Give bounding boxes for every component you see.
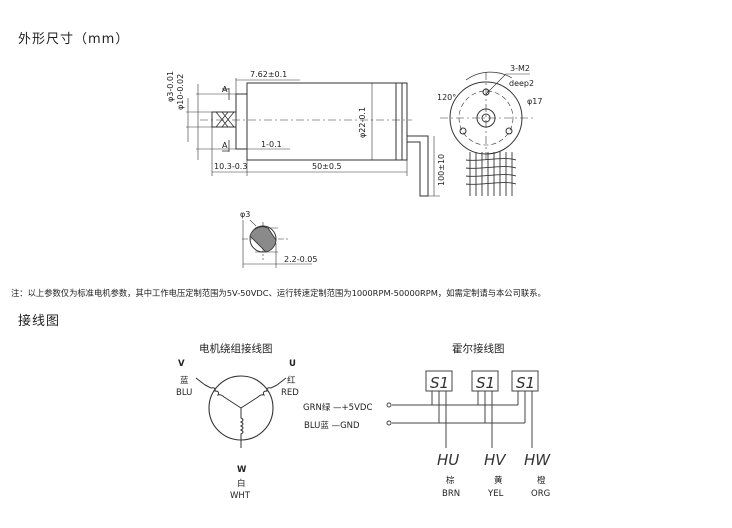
dim-body-dia: φ22-0.1 [358,107,367,138]
lead-wire [407,135,429,197]
dim-flange-dia: φ10-0.02 [176,74,185,110]
winding-title: 电机绕组接线图 [199,343,273,355]
flange [235,93,248,150]
hall-output-hv-cn: 黄 [494,475,503,486]
winding-u-cn: 红 [287,375,296,386]
mount-hole-2 [459,127,467,135]
hall-output-hu: HU [437,451,459,469]
winding-v-letter: V [178,359,185,369]
hall-power-gnd: BLU蓝 —GND [304,420,360,431]
wiring-heading: 接线图 [18,314,61,329]
dim-flange-len: 7.62±0.1 [250,70,287,79]
hall-sensor-3-label: S1 [516,374,535,392]
hall-output-hw: HW [524,451,551,469]
hall-output-hw-en: ORG [531,489,550,499]
winding-v-en: BLU [176,388,192,398]
hall-output-hv: HV [484,451,507,469]
dim-body-len: 50±0.5 [312,162,342,171]
hall-output-hu-en: BRN [442,489,460,499]
dim-depth: deep2 [509,79,534,88]
dim-angle: 120° [437,93,456,102]
spec-note: 注：以上参数仅为标准电机参数，其中工作电压定制范围为5V-50VDC、运行转速定… [11,288,546,298]
hall-sensor-2-label: S1 [476,374,495,392]
winding-u-en: RED [281,388,299,398]
dimensions-heading: 外形尺寸（mm） [18,32,130,47]
winding-coils [195,377,287,448]
hall-title: 霍尔接线图 [452,343,505,355]
section-a-bottom: A [222,141,228,150]
winding-w-en: WHT [230,491,251,501]
winding-u-letter: U [289,359,296,369]
section-hatch [249,226,277,253]
dim-d-flat: 2.2-0.05 [284,255,317,264]
dim-d-shaft: φ3 [240,210,250,219]
winding-v-cn: 蓝 [180,375,189,386]
hall-output-hv-en: YEL [487,489,504,499]
hall-sensors [386,370,539,448]
mount-hole-3 [505,127,513,135]
dim-pcd: φ17 [527,97,542,106]
dim-shaft-dia: φ3-0.01 [166,71,175,102]
winding-w-letter: W [237,465,247,475]
winding-w-cn: 白 [237,478,246,489]
hall-sensor-1-label: S1 [430,374,449,392]
dim-holes: 3-M2 [510,64,530,73]
hall-output-hu-cn: 棕 [446,475,455,486]
wire-harness [465,152,517,196]
hall-output-hw-cn: 橙 [537,475,546,486]
dim-step: 1-0.1 [261,140,282,149]
dim-front-len: 10.3-0.3 [214,162,247,171]
dim-lead-len: 100±10 [437,154,446,186]
hall-power-plus: GRN绿 —+5VDC [303,402,372,413]
section-a-top: A [222,85,228,94]
shaft [211,111,237,128]
